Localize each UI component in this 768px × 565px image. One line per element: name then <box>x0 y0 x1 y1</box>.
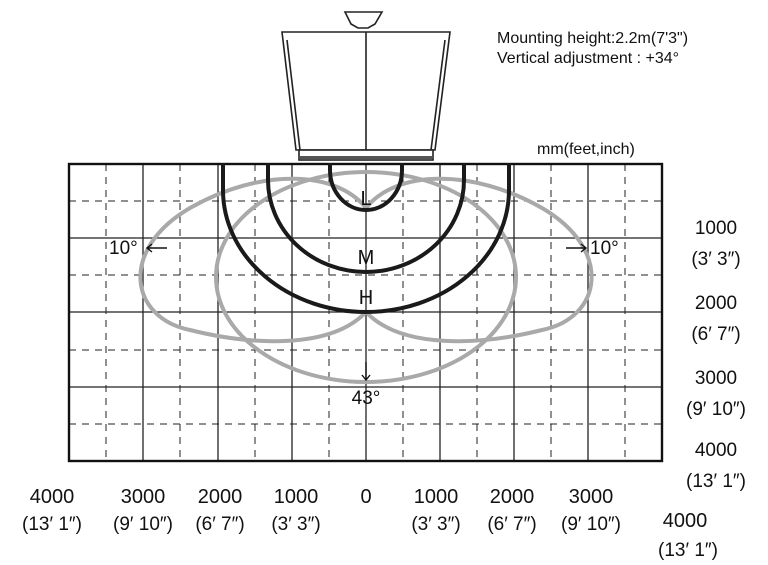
beam-sensitivity-patterns <box>221 163 511 314</box>
x-tick-right-2000-ft: (6′ 7″) <box>487 514 536 535</box>
y-axis-labels: 1000 (3′ 3″) 2000 (6′ 7″) 3000 (9′ 10″) … <box>686 218 746 492</box>
sensor-base-strip <box>300 156 432 159</box>
y-tick-1000-ft: (3′ 3″) <box>691 249 740 270</box>
y-tick-3000-ft: (9′ 10″) <box>686 399 746 420</box>
grid-frame <box>67 162 664 463</box>
x-axis-labels: 4000 (13′ 1″) 3000 (9′ 10″) 2000 (6′ 7″)… <box>22 486 718 561</box>
x-tick-left-3000-ft: (9′ 10″) <box>113 514 173 535</box>
beam-high <box>221 163 511 314</box>
x-tick-right-3000-ft: (9′ 10″) <box>561 514 621 535</box>
mounting-height-text: Mounting height:2.2m(7'3") <box>497 30 688 47</box>
arrow-right-icon <box>566 243 588 253</box>
zone-label-low: L <box>360 188 371 210</box>
x-tick-left-2000-ft: (6′ 7″) <box>195 514 244 535</box>
beam-43-pattern <box>214 170 518 384</box>
sensor-edge-right <box>430 39 446 151</box>
y-tick-4000: 4000 <box>695 440 737 461</box>
sensor-base <box>298 149 434 161</box>
y-tick-2000-ft: (6′ 7″) <box>691 324 740 345</box>
arrow-left-icon <box>145 243 167 253</box>
x-tick-center-0: 0 <box>360 486 371 508</box>
zone-label-medium: M <box>358 247 375 269</box>
angle-left-label: 10° <box>109 238 138 259</box>
x-tick-left-1000-ft: (3′ 3″) <box>271 514 320 535</box>
x-tick-right-4000-ft: (13′ 1″) <box>658 540 718 561</box>
x-tick-right-4000: 4000 <box>663 510 708 532</box>
x-tick-left-4000: 4000 <box>30 486 75 508</box>
sensor-unit <box>281 11 451 161</box>
beam-left-lobe <box>138 176 368 344</box>
y-tick-3000: 3000 <box>695 368 737 389</box>
unit-label: mm(feet,inch) <box>537 141 635 158</box>
angle-right-label: 10° <box>590 238 619 259</box>
x-tick-right-3000: 3000 <box>569 486 614 508</box>
x-tick-right-1000-ft: (3′ 3″) <box>411 514 460 535</box>
sensor-knob-icon <box>343 11 384 29</box>
arrow-down-icon <box>361 362 371 382</box>
angle-down-label: 43° <box>352 388 381 409</box>
beam-medium <box>266 163 466 274</box>
x-tick-left-3000: 3000 <box>121 486 166 508</box>
x-tick-right-2000: 2000 <box>490 486 535 508</box>
x-tick-left-4000-ft: (13′ 1″) <box>22 514 82 535</box>
beam-right-lobe <box>364 176 594 344</box>
vertical-adjustment-text: Vertical adjustment : +34° <box>497 50 679 67</box>
x-tick-left-2000: 2000 <box>198 486 243 508</box>
sensor-edge-left <box>286 39 301 151</box>
x-tick-right-1000: 1000 <box>414 486 459 508</box>
y-tick-2000: 2000 <box>695 293 737 314</box>
y-tick-1000: 1000 <box>695 218 737 239</box>
zone-label-high: H <box>359 287 373 309</box>
beam-angled-patterns <box>138 170 594 384</box>
x-tick-left-1000: 1000 <box>274 486 319 508</box>
beam-low <box>328 163 404 212</box>
y-tick-4000-ft: (13′ 1″) <box>686 471 746 492</box>
